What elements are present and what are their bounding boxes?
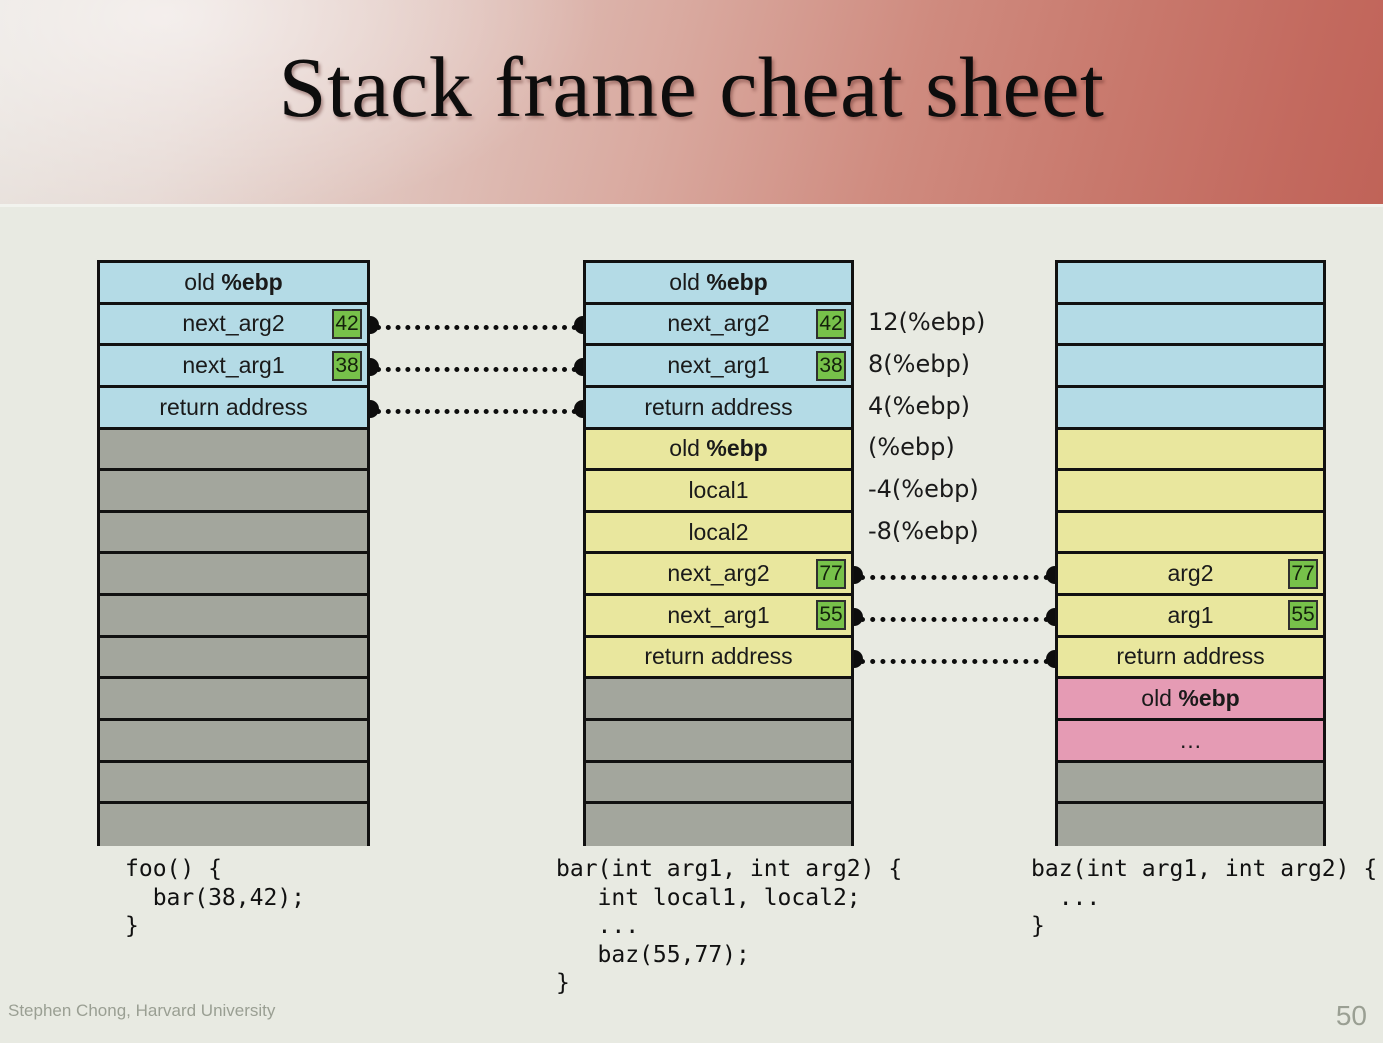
stack-slot: old %ebp [586,429,851,472]
stack-slot [100,512,367,555]
stack-slot-label: next_arg2 [667,560,770,587]
stack-slot: next_arg2 42 [100,304,367,347]
stack-slot [586,679,851,721]
ebp-offset-label: -4(%ebp) [868,474,979,503]
stack-slot: old %ebp [586,263,851,305]
ebp-offset-labels: 12(%ebp) 8(%ebp) 4(%ebp) (%ebp) -4(%ebp) -8(%… [868,302,985,552]
stack-slot-value: 42 [332,308,362,339]
stack-slot-label: next_arg2 [667,310,770,337]
stack-slot: return address [100,387,367,430]
connector-line [860,616,1049,622]
stack-slot-label: local1 [688,476,749,503]
stack-slot [1058,263,1323,305]
stack-slot [1058,804,1323,846]
stack-slot: next_arg1 55 [586,596,851,638]
ebp-offset-label: (%ebp) [868,433,955,462]
stack-slot-label: return address [644,393,793,420]
stack-slot: return address [586,387,851,430]
page-number: 50 [1335,1000,1367,1031]
stack-slot-value: 77 [816,558,846,589]
stack-slot-label: next_arg1 [667,352,770,379]
stack-slot-label: return address [644,643,793,670]
ebp-offset-label: 4(%ebp) [868,391,971,420]
ebp-offset-label: 12(%ebp) [868,308,986,337]
stack-slot-label: return address [159,393,308,420]
code-listing-bar: bar(int arg1, int arg2) { int local1, lo… [556,856,903,996]
stack-frame-baz: arg2 77 arg1 55 return address old %ebp … [1055,260,1326,846]
stack-slot: old %ebp [1058,679,1323,721]
stack-slot [1058,762,1323,805]
stack-slot [100,429,367,472]
stack-slot-label: local2 [688,518,749,545]
stack-slot: old %ebp [100,263,367,305]
stack-slot-value: 42 [816,308,846,339]
stack-slot [586,720,851,763]
stack-slot: local2 [586,512,851,555]
stack-slot [100,637,367,680]
stack-slot [1058,346,1323,388]
ebp-offset-label: 8(%ebp) [868,350,971,379]
stack-slot: arg1 55 [1058,596,1323,638]
connector-line [376,325,577,331]
stack-slot-value: 55 [1288,600,1318,631]
stack-slot-label: old %ebp [669,268,768,295]
stack-slot-label: return address [1116,643,1265,670]
stack-slot [1058,471,1323,513]
stack-slot: next_arg1 38 [586,346,851,388]
stack-slot-label: old %ebp [1141,685,1240,712]
stack-slot-label: next_arg1 [667,601,770,628]
stack-slot [1058,304,1323,347]
connector-line [860,575,1049,581]
stack-diagram-canvas: old %ebp next_arg2 42 next_arg1 38 return add… [0,207,1383,1043]
connector-line [376,367,577,373]
stack-slot [100,596,367,638]
stack-slot [100,554,367,596]
stack-slot: next_arg1 38 [100,346,367,388]
header-divider [0,204,1383,207]
stack-slot-value: 38 [332,350,362,381]
connector-line [376,408,577,414]
stack-slot-label: arg1 [1167,601,1214,628]
ebp-offset-label: -8(%ebp) [868,516,979,545]
slide-header-banner: Stack frame cheat sheet [0,0,1383,204]
code-listing-foo: foo() { bar(38,42); } [125,856,306,939]
stack-slot [100,471,367,513]
stack-slot-value: 38 [816,350,846,381]
stack-slot [586,762,851,805]
stack-slot: local1 [586,471,851,513]
stack-slot-value: 55 [816,600,846,631]
stack-slot: next_arg2 42 [586,304,851,347]
stack-slot [1058,429,1323,472]
footer-author: Stephen Chong, Harvard University [8,1001,276,1020]
stack-slot [100,762,367,805]
stack-slot [1058,512,1323,555]
stack-slot-label: next_arg1 [182,352,285,379]
stack-slot-label: old %ebp [184,268,283,295]
stack-slot: return address [1058,637,1323,680]
stack-slot-label: old %ebp [669,435,768,462]
stack-slot [586,804,851,846]
stack-slot [1058,387,1323,430]
stack-frame-bar: old %ebp next_arg2 42 next_arg1 38 return add… [583,260,854,846]
stack-slot [100,679,367,721]
stack-slot: arg2 77 [1058,554,1323,596]
stack-slot-label: … [1179,726,1202,753]
stack-slot [100,720,367,763]
stack-slot: return address [586,637,851,680]
stack-slot-label: next_arg2 [182,310,285,337]
stack-slot-label: arg2 [1167,560,1214,587]
stack-slot: … [1058,720,1323,763]
page-title: Stack frame cheat sheet [278,39,1105,135]
stack-slot: next_arg2 77 [586,554,851,596]
code-listing-baz: baz(int arg1, int arg2) { ... } [1031,856,1378,939]
stack-frame-foo: old %ebp next_arg2 42 next_arg1 38 return add… [97,260,370,846]
stack-slot-value: 77 [1288,558,1318,589]
stack-slot [100,804,367,846]
connector-line [860,658,1049,664]
